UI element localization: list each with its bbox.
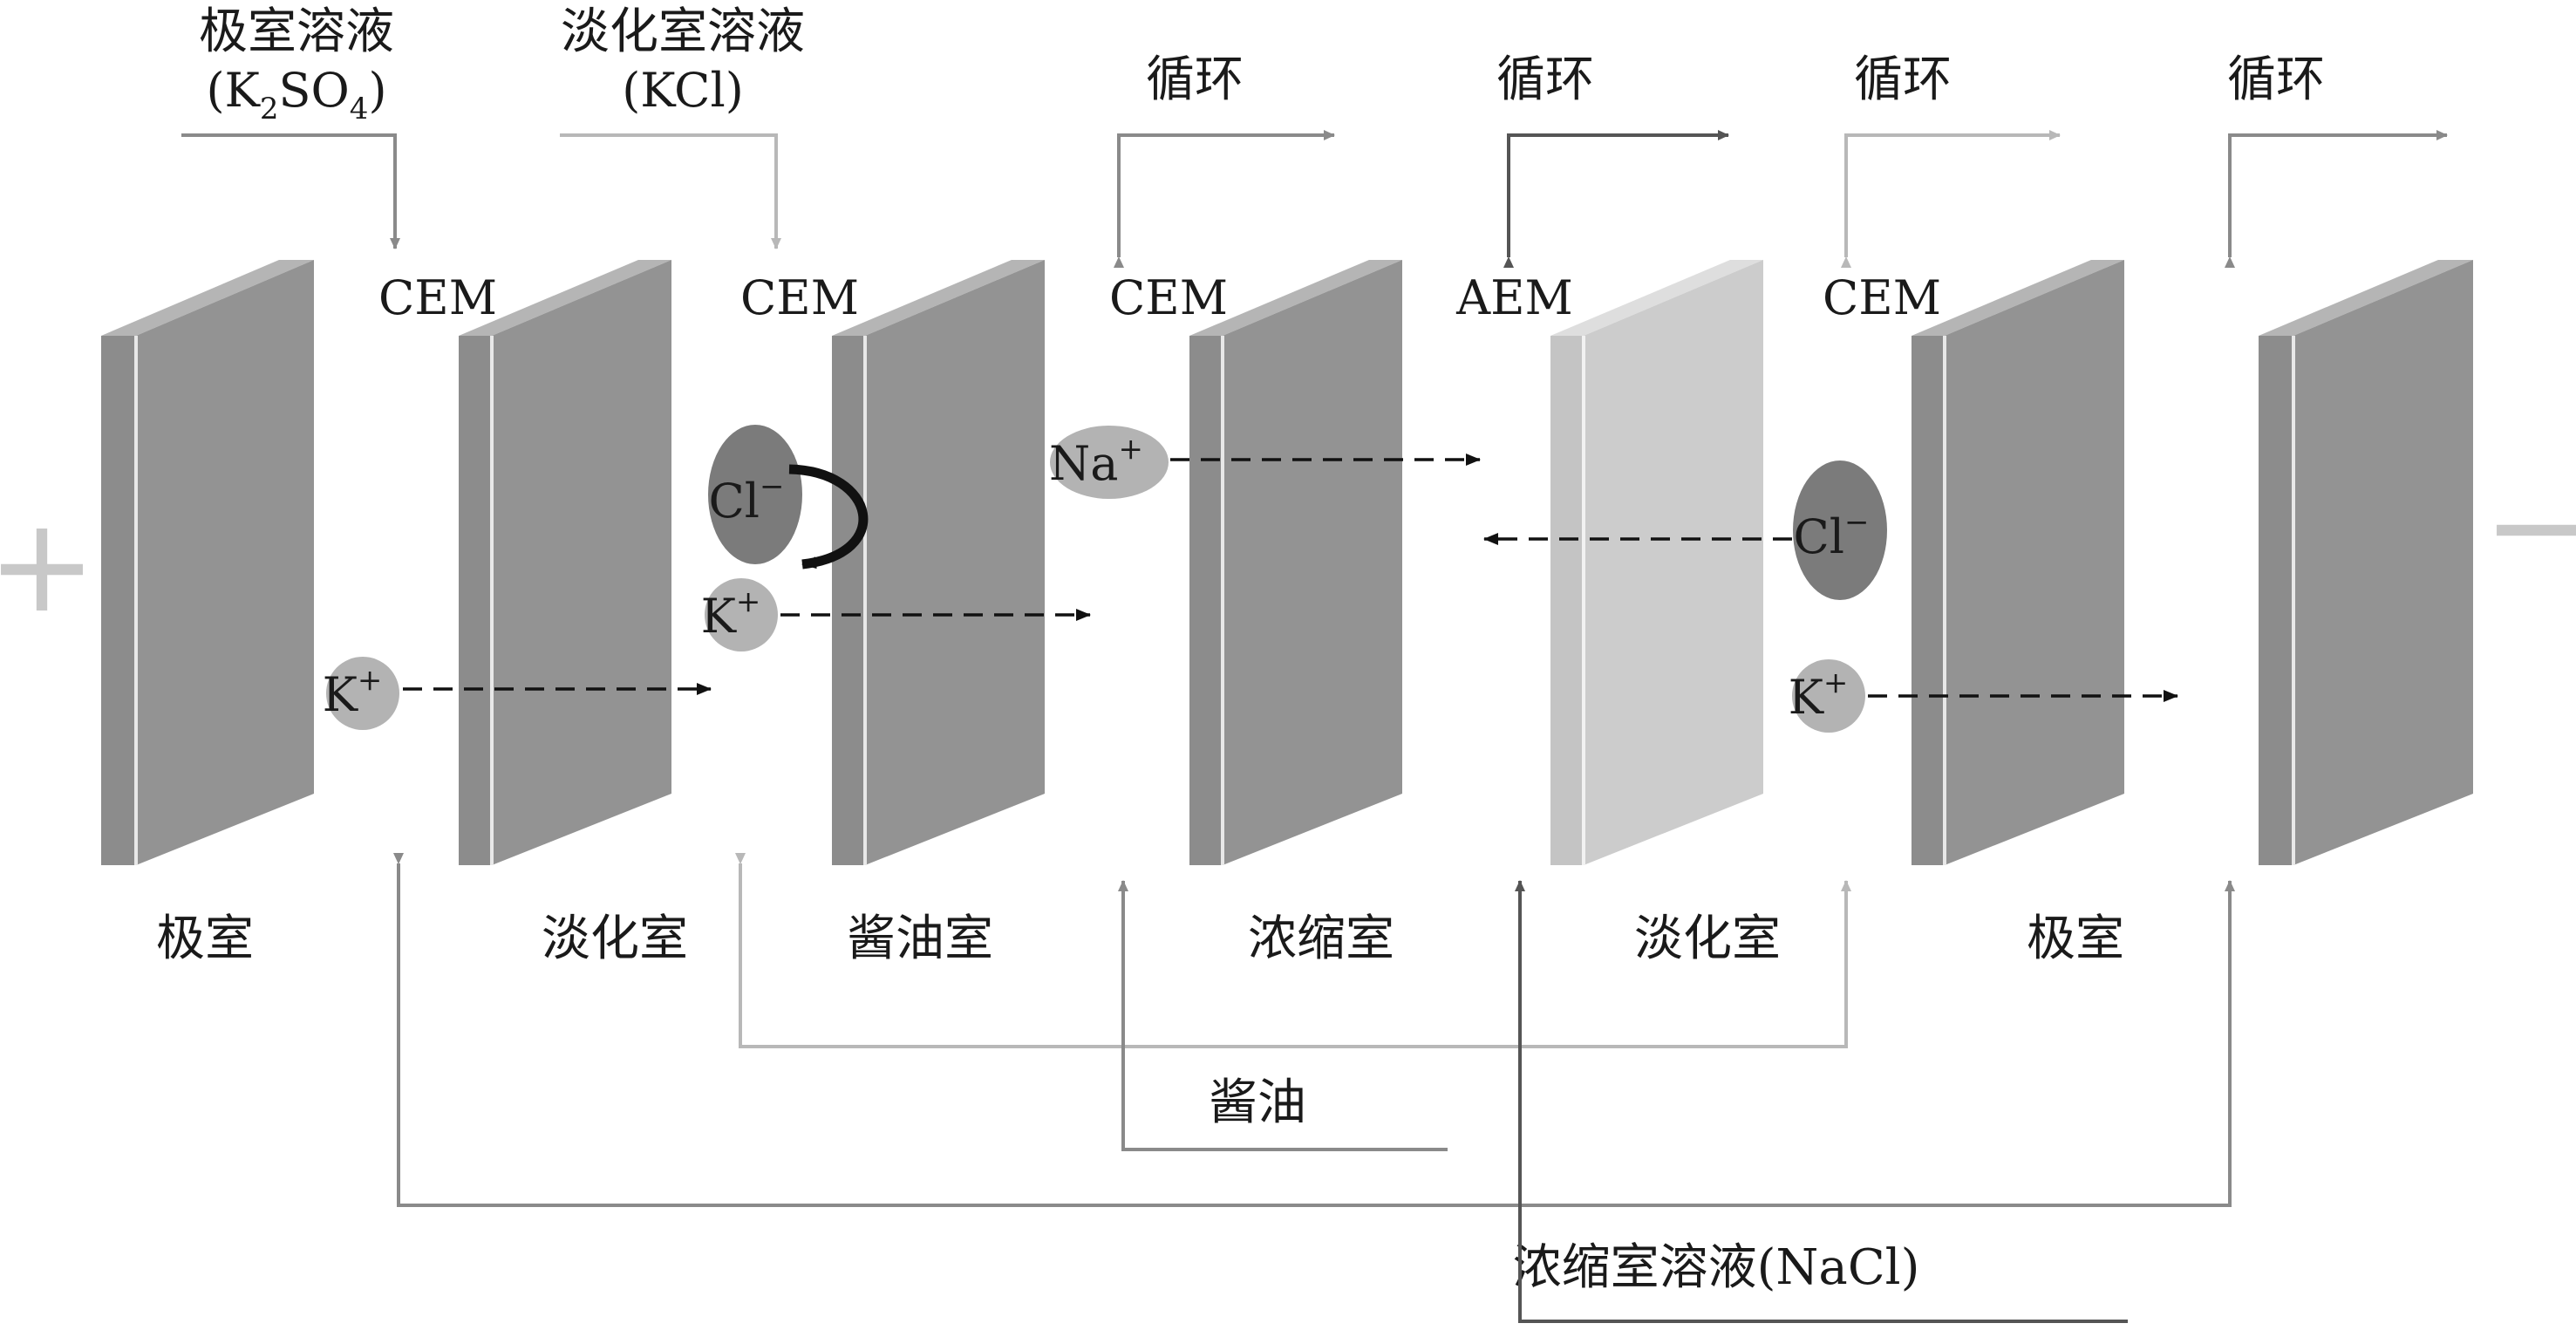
chamber-label-dilute-left: 淡化室 — [542, 911, 688, 967]
recycle-arrow-concentrate — [1503, 130, 1729, 268]
dilute-loop-arrow — [735, 853, 1851, 1048]
svg-text:K+: K+ — [701, 584, 761, 644]
ion-cl-left: Cl− — [708, 425, 802, 564]
ion-cl-right: Cl− — [1793, 460, 1887, 600]
exchange-arrow-cl-k — [788, 464, 869, 570]
plate-cathode — [2259, 260, 2473, 865]
soy-sauce-feed-arrow — [1118, 880, 1448, 1151]
membrane-cem-4 — [1912, 260, 2124, 865]
membrane-label-5: CEM — [1823, 270, 1941, 325]
chamber-label-dilute-right: 淡化室 — [1634, 911, 1781, 967]
electrode-loop-arrow — [393, 853, 2235, 1207]
anode-sign: + — [0, 490, 97, 642]
ion-na: Na+ — [1049, 426, 1169, 499]
chamber-label-concentrate: 浓缩室 — [1248, 911, 1394, 967]
chamber-label-electrode-left: 极室 — [156, 911, 254, 967]
electrode-solution-label: 极室溶液 — [199, 3, 394, 60]
membrane-label-1: CEM — [378, 270, 497, 325]
chamber-label-electrode-right: 极室 — [2027, 911, 2124, 967]
dilute-solution-inlet-arrow — [560, 133, 781, 249]
plate-anode — [101, 260, 314, 865]
recycle-arrow-soy — [1114, 130, 1335, 268]
chamber-label-soy-sauce: 酱油室 — [847, 911, 993, 967]
recycle-label-3: 循环 — [1854, 51, 1952, 108]
recycle-label-1: 循环 — [1146, 51, 1244, 108]
recycle-arrow-electrode — [2225, 130, 2448, 268]
membrane-cem-2 — [832, 260, 1045, 865]
ion-k-left: K+ — [323, 657, 399, 730]
membrane-label-4: AEM — [1455, 270, 1573, 325]
soy-sauce-feed-label: 酱油 — [1209, 1074, 1306, 1131]
electrode-solution-inlet-arrow — [181, 133, 400, 249]
svg-text:Na+: Na+ — [1049, 432, 1143, 491]
membrane-aem — [1550, 260, 1763, 865]
ion-k-mid: K+ — [701, 578, 778, 651]
svg-text:K+: K+ — [323, 663, 383, 722]
cathode-sign: − — [2483, 451, 2576, 603]
recycle-arrow-dilute — [1841, 130, 2061, 268]
membrane-cem-1 — [459, 260, 671, 865]
electrode-solution-formula: (K2SO4) — [206, 63, 386, 126]
recycle-label-4: 循环 — [2227, 51, 2325, 108]
dilute-solution-formula: (KCl) — [622, 63, 744, 118]
membrane-cem-3 — [1189, 260, 1402, 865]
svg-text:Cl−: Cl− — [1793, 505, 1869, 564]
ion-k-right: K+ — [1789, 659, 1865, 733]
concentrate-feed-arrow — [1515, 880, 2128, 1323]
svg-text:Cl−: Cl− — [708, 469, 784, 529]
dilute-solution-label: 淡化室溶液 — [561, 3, 805, 60]
concentrate-solution-label: 浓缩室溶液(NaCl) — [1513, 1239, 1920, 1296]
membrane-label-3: CEM — [1109, 270, 1228, 325]
membrane-label-2: CEM — [740, 270, 859, 325]
recycle-label-2: 循环 — [1496, 51, 1594, 108]
svg-text:K+: K+ — [1789, 665, 1849, 725]
